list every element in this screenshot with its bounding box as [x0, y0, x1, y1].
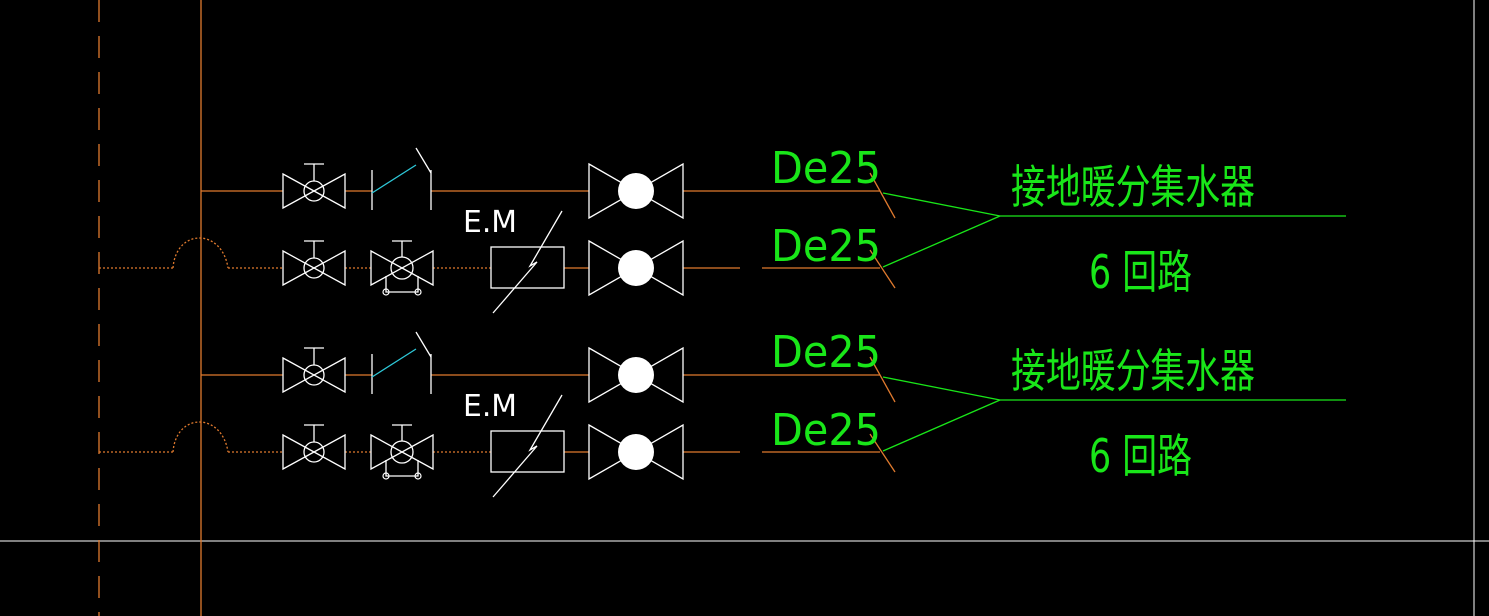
- group2-balancing-valve: [370, 424, 434, 480]
- destination-label: 接地暖分集水器: [1011, 160, 1255, 214]
- group2-balancing-valve-port-right: [414, 472, 422, 480]
- group2-return-gate-valve-body: [282, 433, 346, 471]
- group1-leader-supply: [882, 192, 1001, 217]
- group2-supply-ball-valve: [588, 346, 684, 404]
- group1-leader-return: [882, 215, 1001, 268]
- group1-balancing-valve-port-right: [414, 288, 422, 296]
- group1-balancing-valve: [370, 240, 434, 296]
- group1-return-ball-valve: [588, 239, 684, 297]
- group2-supply-gate-valve-body: [282, 356, 346, 394]
- group2-supply-break-tick: [869, 356, 896, 403]
- group1-return-pipe-crossover: [172, 237, 229, 269]
- group2-energy-meter-box: [490, 430, 565, 473]
- group1-supply-break-tick: [869, 172, 896, 219]
- group2-leader-supply: [882, 376, 1001, 401]
- group2-balancing-valve-body: [370, 433, 434, 471]
- energy-meter-label: E.M: [463, 205, 517, 240]
- group1-y-strainer-cap: [415, 147, 432, 174]
- group2-y-strainer-cap: [415, 331, 432, 358]
- destination-label: 接地暖分集水器: [1011, 344, 1255, 398]
- group1-supply-ball-valve-body: [588, 162, 684, 220]
- group1-supply-gate-valve: [282, 163, 346, 210]
- group2-energy-meter-arrow: [492, 394, 563, 498]
- group1-return-ball-valve-body: [588, 239, 684, 297]
- group2-supply-gate-valve: [282, 347, 346, 394]
- group2-return-ball-valve: [588, 423, 684, 481]
- return-pipe-size-label: De25: [771, 221, 881, 272]
- group2-supply-ball-valve-ball: [618, 357, 654, 393]
- group1-balancing-valve-sensing-line: [385, 276, 419, 293]
- group2-return-gate-valve: [282, 424, 346, 471]
- group2-return-break-tick: [869, 433, 896, 473]
- group1-supply-ball-valve-ball: [618, 173, 654, 209]
- group1-energy-meter: E.M: [463, 205, 565, 314]
- group1-return-gate-valve-body: [282, 249, 346, 287]
- group2-balancing-valve-port-left: [382, 472, 390, 480]
- group2-leader-return: [882, 399, 1001, 452]
- group1-y-strainer: [371, 147, 432, 210]
- loops-label: 6 回路: [1089, 429, 1192, 483]
- group2-supply-ball-valve-body: [588, 346, 684, 404]
- group1-return-ball-valve-ball: [618, 250, 654, 286]
- group2-y-strainer-screen: [371, 348, 417, 378]
- return-pipe-size-label: De25: [771, 405, 881, 456]
- supply-pipe-size-label: De25: [771, 327, 881, 378]
- loops-label: 6 回路: [1089, 245, 1192, 299]
- group2-return-ball-valve-ball: [618, 434, 654, 470]
- group1-balancing-valve-port-left: [382, 288, 390, 296]
- group1-energy-meter-box: [490, 246, 565, 289]
- group1-supply-ball-valve: [588, 162, 684, 220]
- group1-energy-meter-arrow: [492, 210, 563, 314]
- group1-return-break-tick: [869, 249, 896, 289]
- group2-energy-meter: E.M: [463, 389, 565, 498]
- group1-y-strainer-screen: [371, 164, 417, 194]
- group1-balancing-valve-body: [370, 249, 434, 287]
- energy-meter-label: E.M: [463, 389, 517, 424]
- supply-pipe-size-label: De25: [771, 143, 881, 194]
- group2-return-pipe-crossover: [172, 421, 229, 453]
- group1-return-gate-valve: [282, 240, 346, 287]
- group1-supply-gate-valve-body: [282, 172, 346, 210]
- group2-return-ball-valve-body: [588, 423, 684, 481]
- group2-y-strainer: [371, 331, 432, 394]
- group2-balancing-valve-sensing-line: [385, 460, 419, 477]
